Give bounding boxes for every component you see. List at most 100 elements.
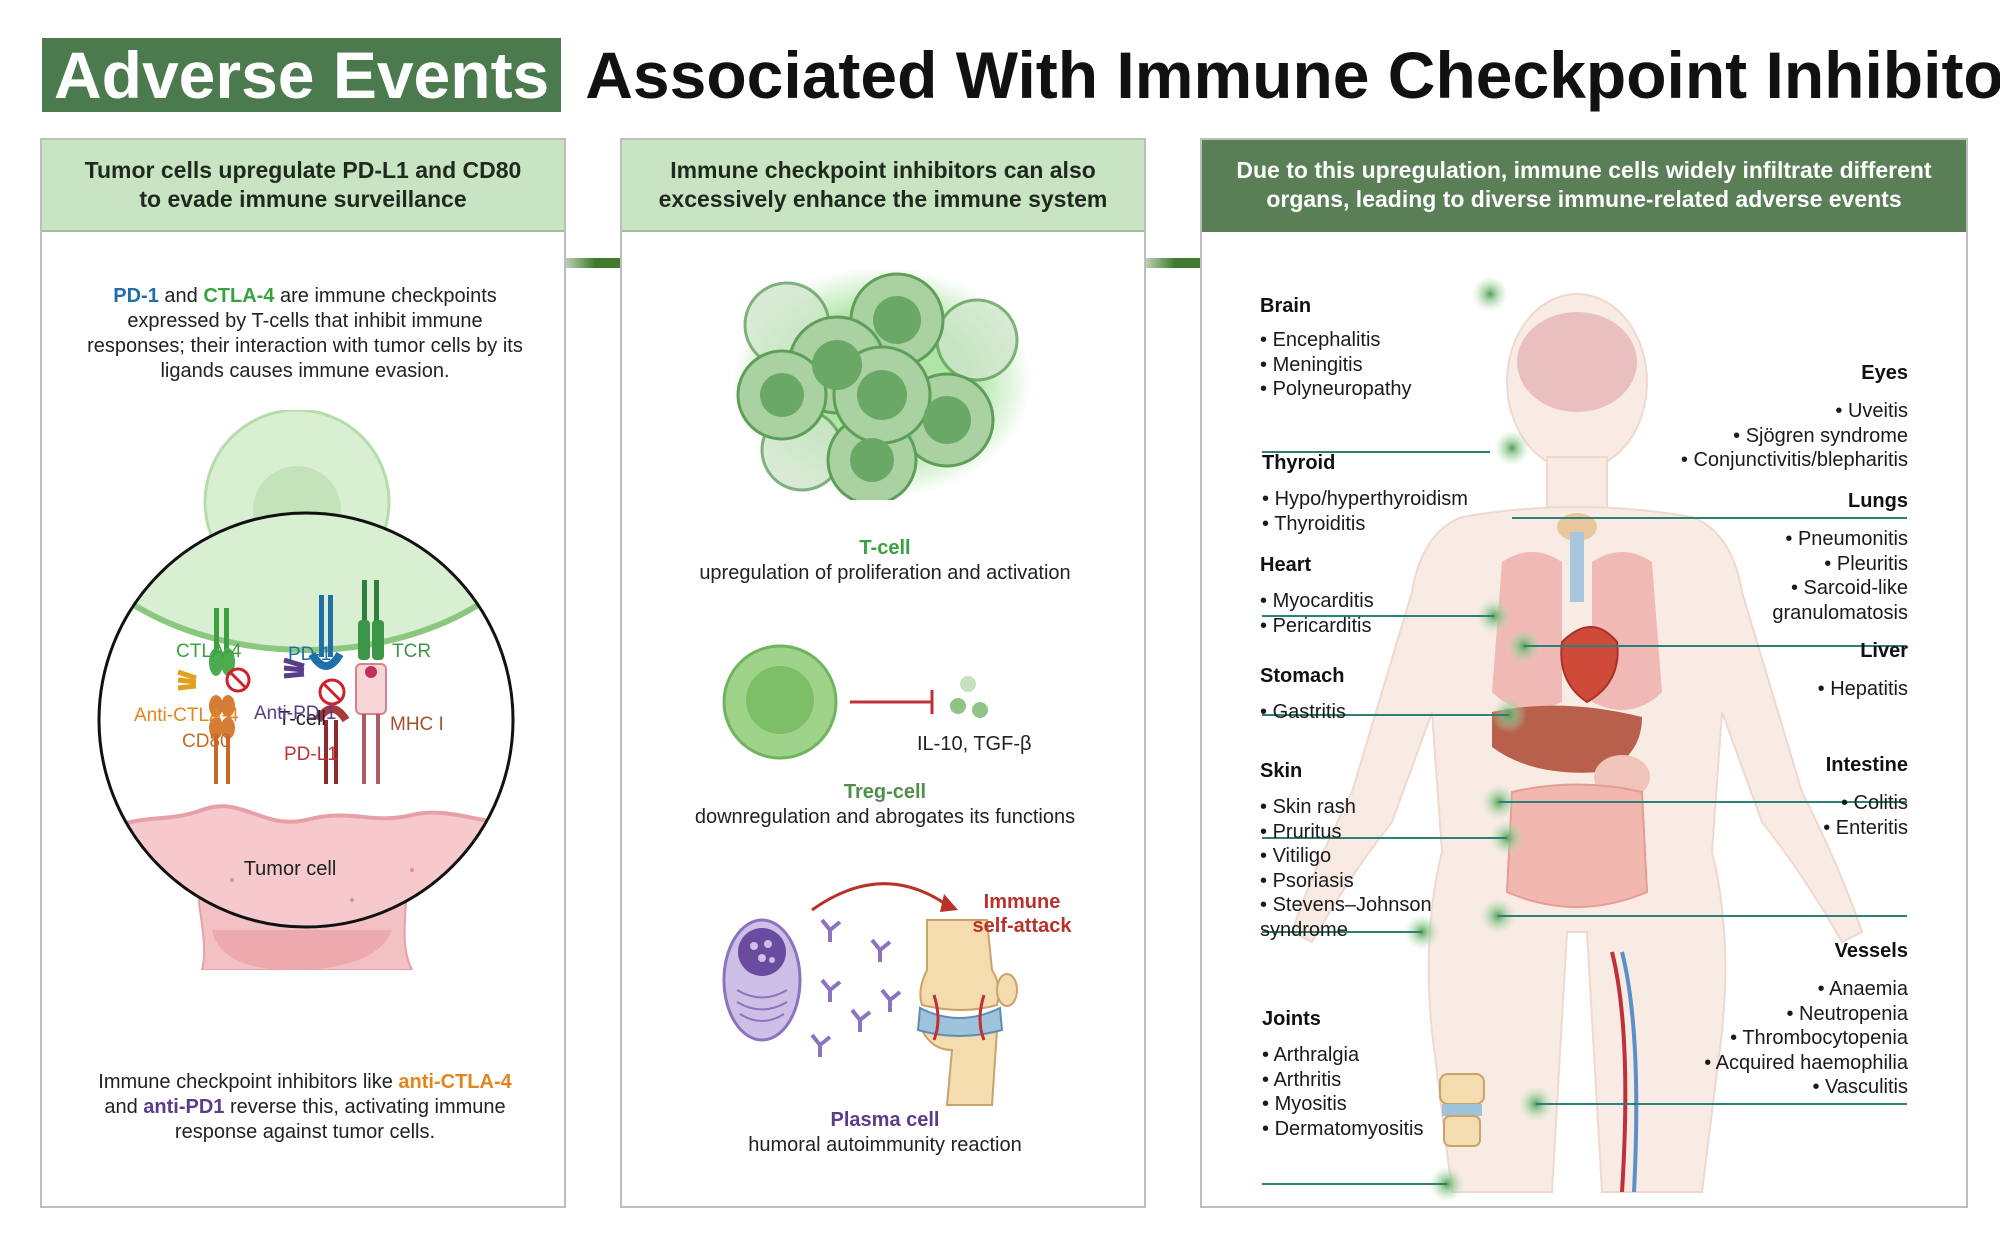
list-item: Pneumonitis <box>1688 527 1908 552</box>
organ-title-lungs: Lungs <box>1848 490 1908 512</box>
organ-intestine: Intestine Colitis Enteritis <box>1688 754 1908 840</box>
ctla4-receptor <box>209 608 235 676</box>
organ-list-skin: Skin rash Pruritus Vitiligo Psoriasis St… <box>1260 795 1480 942</box>
list-item: Anaemia <box>1688 977 1908 1002</box>
outro-c: reverse this, activating immune response… <box>174 1096 506 1143</box>
block-icon <box>318 678 346 706</box>
intro-ctla4: CTLA-4 <box>203 285 275 307</box>
label-ctla4: CTLA-4 <box>176 641 242 662</box>
panel-1-header-text: Tumor cells upregulate PD-L1 and CD80 to… <box>84 157 522 212</box>
list-item: Dermatomyositis <box>1262 1117 1424 1142</box>
organ-title-brain: Brain <box>1260 295 1312 317</box>
anti-ctla4-antibody <box>177 669 197 691</box>
list-item: Thyroiditis <box>1262 512 1468 537</box>
checkpoint-outro: Immune checkpoint inhibitors like anti-C… <box>82 1070 528 1145</box>
organ-title-skin: Skin <box>1260 760 1303 782</box>
list-item: Vasculitis <box>1688 1075 1908 1100</box>
trachea <box>1570 532 1584 602</box>
title-highlight: Adverse Events <box>42 38 562 112</box>
artery <box>1610 951 1628 1193</box>
treg-diagram: IL-10, TGF-β <box>722 644 1032 760</box>
label-cd80: CD80 <box>182 731 231 752</box>
list-item: Myositis <box>1262 1092 1423 1117</box>
panel-2-header-text: Immune checkpoint inhibitors can also ex… <box>658 157 1108 212</box>
organ-brain: Brain Encephalitis Meningitis Polyneurop… <box>1260 295 1412 402</box>
list-item: Arthritis <box>1262 1068 1423 1093</box>
tcr-receptor <box>358 580 384 660</box>
list-item: Myocarditis <box>1260 589 1374 614</box>
intestine-organ <box>1505 783 1649 908</box>
organ-stomach: Stomach Gastritis <box>1260 665 1346 725</box>
outro-b: and <box>104 1096 144 1118</box>
cd80-ligand <box>209 695 235 784</box>
label-pdl1: PD-L1 <box>284 744 338 765</box>
cytokine-dot <box>972 702 988 718</box>
organ-vessels: Vessels Anaemia Neutropenia Thrombocytop… <box>1688 940 1908 1100</box>
organ-list-heart: Myocarditis Pericarditis <box>1260 589 1374 638</box>
plasma-diagram <box>722 882 1018 1106</box>
attack-label: Immune self-attack <box>972 891 1072 937</box>
intro-pd1: PD-1 <box>113 285 159 307</box>
organ-title-stomach: Stomach <box>1260 665 1345 687</box>
tumor-dot <box>230 878 234 882</box>
block-icon <box>225 667 251 693</box>
title-rest: Associated With Immune Checkpoint Inhibi… <box>585 38 2000 112</box>
pdl1-ligand <box>314 705 350 784</box>
cytokine-dot <box>950 698 966 714</box>
attack-arrowhead <box>940 894 958 912</box>
label-tcr: TCR <box>392 641 431 662</box>
organ-title-vessels: Vessels <box>1834 940 1908 962</box>
plasma-nucleus <box>738 928 786 976</box>
tumor-dot <box>350 898 354 902</box>
treg-nucleus <box>746 666 814 734</box>
list-item: Polyneuropathy <box>1260 377 1412 402</box>
page-title: Adverse Events Associated With Immune Ch… <box>42 38 2000 112</box>
plasma-caption: Plasma cell humoral autoimmunity reactio… <box>642 1108 1128 1158</box>
tumor-dot <box>410 868 414 872</box>
organ-title-eyes: Eyes <box>1861 362 1908 384</box>
label-anti-pd1: Anti-PD-1 <box>254 703 336 724</box>
brain-organ <box>1517 312 1637 412</box>
organ-joints: Joints Arthralgia Arthritis Myositis Der… <box>1262 1008 1423 1141</box>
label-tcell-zoom: T-cell <box>278 708 326 730</box>
list-item: Sarcoid-like granulomatosis <box>1688 576 1908 625</box>
plasma-caption-title: Plasma cell <box>830 1109 940 1131</box>
tumor-membrane <box>99 804 513 927</box>
list-item: Pruritus <box>1260 820 1480 845</box>
list-item: Hypo/hyperthyroidism <box>1262 487 1468 512</box>
zoom-circle-border <box>97 511 515 929</box>
tumor-blob-shade <box>212 930 392 970</box>
outro-a: Immune checkpoint inhibitors like <box>98 1071 399 1093</box>
panel-3-header-text: Due to this upregulation, immune cells w… <box>1236 157 1932 212</box>
treg-caption: Treg-cell downregulation and abrogates i… <box>642 780 1128 830</box>
list-item: Sjögren syndrome <box>1608 424 1908 449</box>
organ-liver: Liver Hepatitis <box>1688 640 1908 702</box>
organ-list-liver: Hepatitis <box>1688 677 1908 702</box>
panel-2-header: Immune checkpoint inhibitors can also ex… <box>622 140 1144 232</box>
intro-and: and <box>158 285 204 307</box>
organ-list-thyroid: Hypo/hyperthyroidism Thyroiditis <box>1262 487 1468 536</box>
organ-list-joints: Arthralgia Arthritis Myositis Dermatomyo… <box>1262 1043 1423 1141</box>
tcell-caption-title: T-cell <box>859 537 911 559</box>
outro-anti-pd1: anti-PD1 <box>143 1096 225 1118</box>
organ-skin: Skin Skin rash Pruritus Vitiligo Psorias… <box>1260 760 1480 942</box>
list-item: Psoriasis <box>1260 869 1480 894</box>
list-item: Colitis <box>1688 791 1908 816</box>
list-item: Acquired haemophilia <box>1688 1051 1908 1076</box>
organ-list-brain: Encephalitis Meningitis Polyneuropathy <box>1260 328 1412 402</box>
list-item: Vitiligo <box>1260 844 1480 869</box>
list-item: Enteritis <box>1688 816 1908 841</box>
organ-lungs: Lungs Pneumonitis Pleuritis Sarcoid-like… <box>1688 490 1908 625</box>
label-mhc1: MHC I <box>390 714 444 735</box>
list-item: Gastritis <box>1260 700 1346 725</box>
mhc1-complex <box>355 663 387 784</box>
pd1-receptor <box>308 595 344 670</box>
thyroid-organ <box>1557 513 1597 541</box>
organ-title-liver: Liver <box>1860 640 1908 662</box>
list-item: Hepatitis <box>1688 677 1908 702</box>
panel-organ-adverse-events: Due to this upregulation, immune cells w… <box>1200 138 1968 1208</box>
nucleus-spots <box>750 940 775 963</box>
treg-caption-desc: downregulation and abrogates its functio… <box>694 806 1076 828</box>
organ-heart: Heart Myocarditis Pericarditis <box>1260 554 1374 638</box>
cytokine-label: IL-10, TGF-β <box>917 733 1032 755</box>
